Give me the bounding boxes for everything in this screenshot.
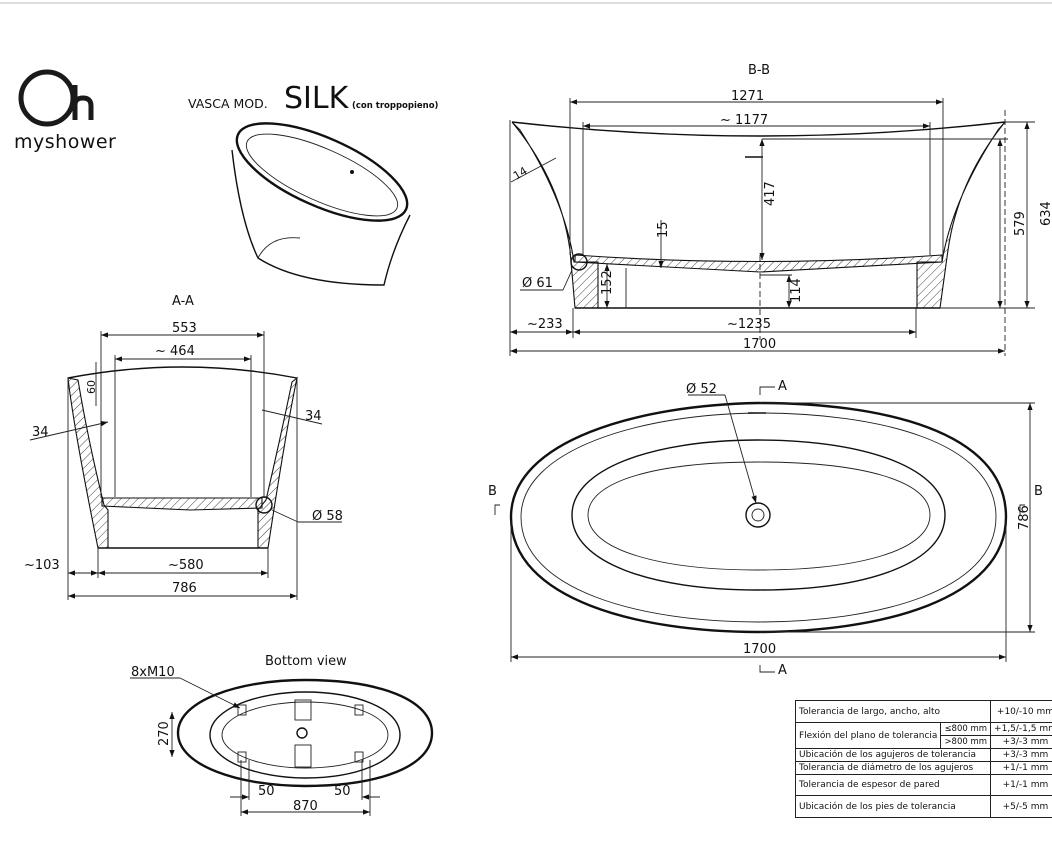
dim-14: 14 xyxy=(511,164,530,182)
dim-34-right: 34 xyxy=(305,409,322,424)
tolerance-label: Flexión del plano de tolerancia xyxy=(794,722,942,749)
dim-580: ~580 xyxy=(168,558,204,573)
dim-50-left: 50 xyxy=(258,784,275,799)
dim-152: 152 xyxy=(600,270,615,295)
dim-60: 60 xyxy=(85,380,98,394)
tolerance-value: +1/-1 mm xyxy=(990,774,1052,796)
dim-1700-bb: 1700 xyxy=(743,337,776,352)
title-prefix: VASCA MOD. xyxy=(188,96,268,111)
tolerance-label: Tolerancia de largo, ancho, alto xyxy=(794,700,992,723)
tolerance-label: Tolerancia de espesor de pared xyxy=(794,774,992,796)
dim-270: 270 xyxy=(157,721,172,746)
dim-786-top: 786 xyxy=(1017,505,1032,530)
tolerance-label: Ubicación de los pies de tolerancia xyxy=(794,795,992,818)
tolerance-condition: ≤800 mm xyxy=(940,722,992,736)
dim-50-right: 50 xyxy=(334,784,351,799)
section-aa-label: A-A xyxy=(172,294,194,309)
marker-a-bottom: A xyxy=(778,663,787,678)
dim-1271: 1271 xyxy=(731,89,764,104)
dim-8xm10: 8xM10 xyxy=(131,665,175,680)
tolerance-condition: >800 mm xyxy=(940,735,992,749)
dim-464: ~ 464 xyxy=(155,344,195,359)
dim-870: 870 xyxy=(293,799,318,814)
table-row: Tolerancia de largo, ancho, alto +10/-10… xyxy=(794,700,1052,723)
tolerance-value: +5/-5 mm xyxy=(990,795,1052,818)
dim-114: 114 xyxy=(789,278,804,303)
table-row: Tolerancia de diámetro de los agujeros +… xyxy=(794,761,1052,775)
marker-a-top: A xyxy=(778,379,787,394)
drain-icon xyxy=(745,502,771,528)
logo-text: myshower xyxy=(14,131,116,153)
tolerance-value: +1,5/-1,5 mm xyxy=(990,722,1052,736)
section-a-a: A-A 553 ~ 464 60 34 34 Ø 58 ~103 ~580 78… xyxy=(24,294,343,600)
title-suffix: (con troppopieno) xyxy=(352,101,439,111)
section-bb-label: B-B xyxy=(748,63,770,78)
section-b-b: B-B 1271 ~ 1177 417 15 14 Ø 61 xyxy=(509,63,1052,356)
dim-phi-52: Ø 52 xyxy=(686,382,717,397)
dim-34-left: 34 xyxy=(32,425,49,440)
brand-logo: myshower xyxy=(14,69,116,153)
dim-579: 579 xyxy=(1013,211,1028,236)
title: VASCA MOD. SILK (con troppopieno) xyxy=(188,81,439,116)
table-row: >800 mm +3/-3 mm xyxy=(796,735,1052,749)
tolerance-table: Tolerancia de largo, ancho, alto +10/-10… xyxy=(794,700,1052,818)
dim-417: 417 xyxy=(763,181,778,206)
tolerance-value: +3/-3 mm xyxy=(990,748,1052,762)
marker-b-left: B xyxy=(488,484,497,499)
title-model: SILK xyxy=(284,81,350,116)
dim-103: ~103 xyxy=(24,558,60,573)
top-view: A A B B Ø 52 1700 786 xyxy=(488,379,1043,678)
dim-15: 15 xyxy=(656,221,671,238)
table-row: Ubicación de los pies de tolerancia +5/-… xyxy=(794,795,1052,818)
bottom-view: Bottom view 8xM10 270 50 50 870 xyxy=(130,654,434,816)
logo-h-icon xyxy=(72,85,94,120)
dim-1177: ~ 1177 xyxy=(720,113,768,128)
dim-233: ~233 xyxy=(527,317,563,332)
bottom-view-label: Bottom view xyxy=(265,654,347,669)
tolerance-value: +3/-3 mm xyxy=(990,735,1052,749)
dim-1235: ~1235 xyxy=(727,317,771,332)
dim-634: 634 xyxy=(1039,201,1052,226)
dim-phi-61: Ø 61 xyxy=(522,276,553,291)
bathtub-3d-sketch xyxy=(231,122,411,286)
dim-786-aa: 786 xyxy=(172,581,197,596)
table-row: Flexión del plano de tolerancia ≤800 mm … xyxy=(794,722,1052,749)
dim-phi-58: Ø 58 xyxy=(312,509,343,524)
marker-b-right: B xyxy=(1034,484,1043,499)
logo-o-icon xyxy=(18,69,76,127)
table-row: Ubicación de los agujeros de tolerancia … xyxy=(794,748,1052,762)
dim-553: 553 xyxy=(172,321,197,336)
tolerance-value: +10/-10 mm xyxy=(990,700,1052,723)
tolerance-value: +1/-1 mm xyxy=(990,761,1052,775)
dim-1700-top: 1700 xyxy=(743,642,776,657)
tolerance-label: Ubicación de los agujeros de tolerancia xyxy=(794,748,992,762)
tolerance-label: Tolerancia de diámetro de los agujeros xyxy=(794,761,992,775)
table-row: Tolerancia de espesor de pared +1/-1 mm xyxy=(794,774,1052,796)
